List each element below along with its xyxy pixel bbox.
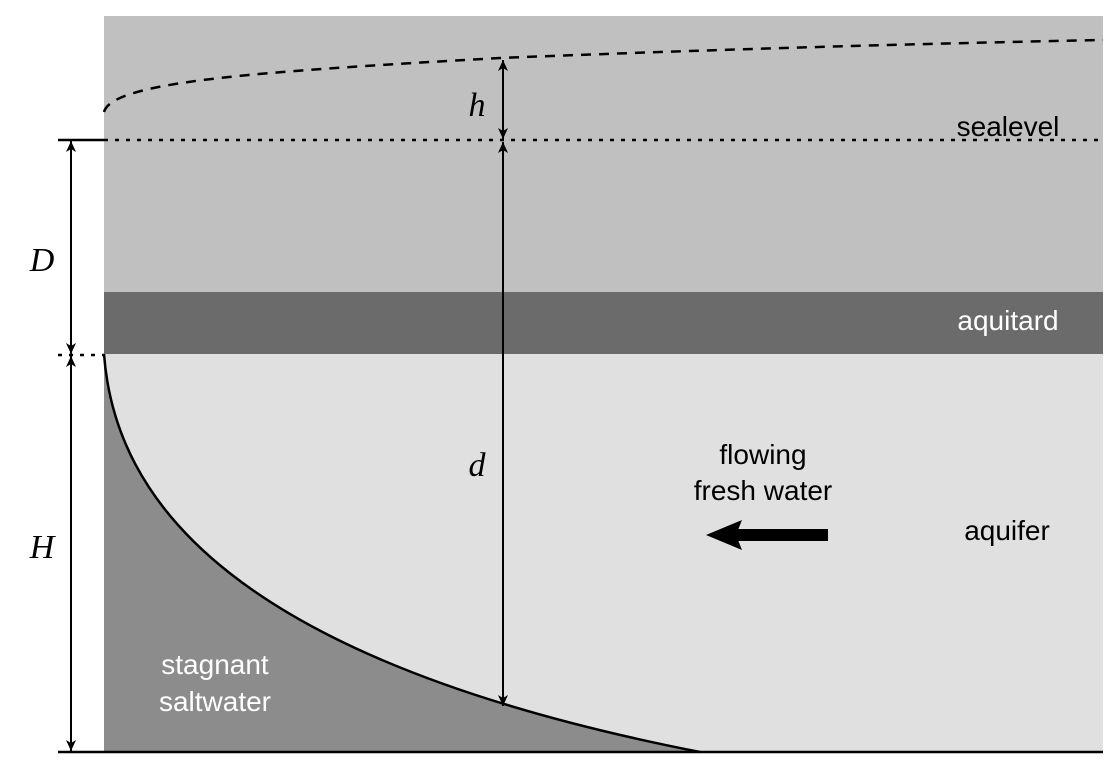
water-table-curve — [102, 38, 1104, 113]
flow-label-line2: fresh water — [694, 475, 833, 506]
aquitard-layer — [104, 292, 1103, 354]
saltwater-label-line2: saltwater — [159, 686, 271, 717]
flow-label-line1: flowing — [719, 439, 806, 470]
aquitard-label: aquitard — [957, 305, 1058, 336]
flow-arrow-head — [706, 520, 742, 550]
saltwater-interface — [102, 353, 701, 754]
d-symbol: d — [469, 447, 487, 484]
upper-layer — [104, 16, 1103, 292]
flow-arrow-shaft — [732, 529, 828, 541]
saltwater-wedge — [104, 354, 700, 752]
h-symbol: h — [469, 87, 486, 124]
D-symbol: D — [29, 242, 55, 279]
aquifer-label: aquifer — [964, 515, 1050, 546]
saltwater-label-line1: stagnant — [161, 649, 269, 680]
H-symbol: H — [29, 529, 57, 566]
sealevel-label: sealevel — [957, 111, 1060, 142]
